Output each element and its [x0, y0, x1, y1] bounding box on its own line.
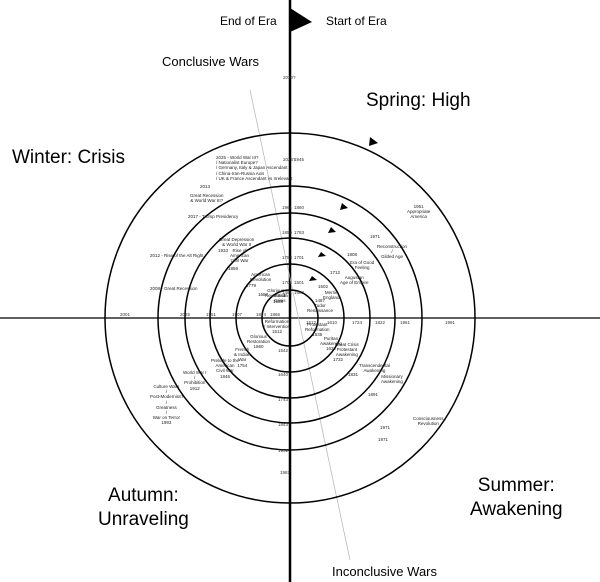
event-note: Rise of American Civil War	[230, 248, 250, 264]
event-note: 1971	[370, 234, 381, 239]
event-note: 1779	[246, 283, 257, 288]
event-note: 1859	[228, 266, 239, 271]
axis-year: 1874	[256, 312, 267, 317]
axis-year: 1542	[278, 348, 289, 353]
event-note: Reformation / Intervention 1512	[264, 319, 291, 335]
event-note: Puritan Awakening 1632	[320, 336, 342, 352]
end-of-era-label: End of Era	[220, 14, 277, 28]
inconclusive-wars-label: Inconclusive Wars	[332, 564, 437, 579]
event-note: Protestant Reformation 1535	[305, 322, 330, 338]
axis-year: 1610	[327, 320, 338, 325]
arrow-icon	[328, 227, 336, 233]
axis-year: 1640	[278, 372, 289, 377]
axis-year: 1588	[294, 290, 305, 295]
axis-year: 1907	[232, 312, 243, 317]
axis-year: 1866	[270, 312, 281, 317]
event-note: Missionary Awakening	[381, 374, 403, 385]
axis-year: 1461	[282, 290, 293, 295]
start-of-era-label: Start of Era	[326, 14, 387, 28]
axis-year: 1951	[400, 320, 411, 325]
arrow-icon	[309, 276, 317, 281]
event-note: 2025 - World War III? / Nationalist Euro…	[216, 155, 293, 181]
axis-year: 1859	[282, 230, 293, 235]
axis-year: 2025?	[283, 157, 296, 162]
axis-year: 1783	[294, 230, 305, 235]
axis-year: 1843	[278, 422, 289, 427]
event-note: 1951 Appropriate America	[407, 204, 431, 220]
axis-year: 2030?	[283, 75, 296, 80]
conclusive-wars-label: Conclusive Wars	[162, 54, 260, 69]
arrow-icon	[369, 137, 378, 146]
axis-year: 1512	[306, 320, 317, 325]
start-of-era-flag-icon	[290, 8, 312, 32]
event-note: 1487 Tudor Renaissance	[307, 298, 334, 314]
event-note: 1971	[378, 437, 389, 442]
event-note: 1808	[347, 252, 358, 257]
ring-6	[261, 289, 319, 347]
event-note: 2008 - Great Recession	[150, 286, 198, 291]
ring-5	[235, 263, 345, 373]
axis-year: 1945	[294, 157, 305, 162]
event-note: 1891	[368, 392, 379, 397]
event-note: Reconstruction / Gilded Age	[377, 244, 408, 260]
axis-year: 1961	[282, 205, 293, 210]
event-note: 2013	[200, 184, 211, 189]
event-note: Glorious Revolution	[265, 288, 287, 299]
event-note: Great Depression & World War II	[219, 237, 255, 248]
event-note: 2017 - Trump Presidency	[188, 214, 239, 219]
event-note: 1687	[258, 292, 269, 297]
axis-year: 1501	[294, 280, 305, 285]
summer-label: Summer: Awakening	[470, 475, 563, 520]
rings	[104, 132, 476, 504]
axis-year: 1951	[278, 448, 289, 453]
axis-year: 1783	[282, 255, 293, 260]
axis-year: 1860	[294, 205, 305, 210]
event-note: 1831	[348, 372, 359, 377]
axis-year: 1981	[280, 470, 291, 475]
event-note: 1732	[333, 357, 344, 362]
event-note: 1588	[273, 299, 284, 304]
ring-3	[184, 212, 396, 424]
event-note: Era of Good Feeling	[350, 260, 375, 271]
event-note: 1933	[218, 248, 229, 253]
axis-year: 1743	[278, 397, 289, 402]
axis-year: 1704	[282, 280, 293, 285]
event-note: Great Crisis Protestant Awakening	[335, 342, 359, 358]
event-note: Merrie England	[323, 290, 340, 301]
event-note: 1712	[330, 270, 341, 275]
axis-year: 1701	[294, 255, 305, 260]
arrow-icon	[318, 252, 326, 257]
ring-4	[209, 237, 371, 399]
axis-year: 1991	[445, 320, 456, 325]
axis-year: 1951	[206, 312, 217, 317]
event-note: World War I / Prohibition 1912	[183, 370, 207, 391]
ring-2	[157, 185, 423, 451]
event-note: 2012 - Rise of the Alt Right	[150, 253, 204, 258]
event-note: Transcendental Awakening	[359, 363, 390, 374]
war-line	[249, 89, 351, 561]
event-note: Great Recession & World War III?	[190, 193, 224, 204]
event-note: 1971	[380, 425, 391, 430]
axis-year: 1724	[352, 320, 363, 325]
event-note: Armada Crisis	[272, 293, 288, 304]
axis-year: 1822	[375, 320, 386, 325]
event-note: French & Indian War 1754	[234, 347, 251, 368]
event-note: Culture Wars / Post-Modernism / Greatnes…	[150, 384, 183, 426]
autumn-label: Autumn: Unraveling	[98, 485, 189, 530]
event-note: Consciousness Revolution	[413, 416, 444, 427]
arrow-icon	[340, 203, 348, 210]
spring-label: Spring: High	[366, 90, 471, 111]
direction-arrows	[309, 137, 378, 281]
axis-year: 2025	[180, 312, 191, 317]
axis-year: 2001	[120, 312, 131, 317]
event-note: Prelude to the American Civil War 1846	[211, 358, 240, 379]
event-note: American Revolution	[250, 272, 272, 283]
event-note: 1602	[318, 284, 329, 289]
event-note: Glorious Restoration 1660	[247, 334, 271, 350]
event-note: Augustan Age of Empire	[340, 275, 369, 286]
ring-1	[104, 132, 476, 504]
winter-label: Winter: Crisis	[12, 147, 125, 168]
